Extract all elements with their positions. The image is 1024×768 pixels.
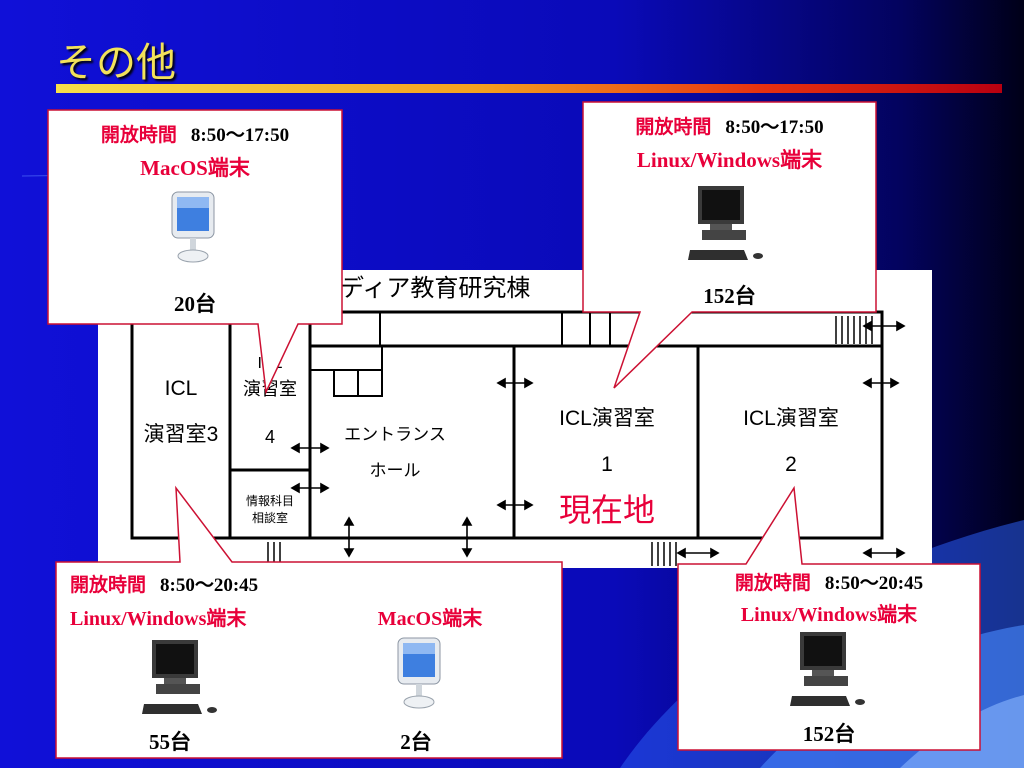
room-icl4-sub: 演習室 xyxy=(243,379,297,399)
building-label: ディア教育研究棟 xyxy=(340,275,531,302)
room-icl2-number: 2 xyxy=(785,453,797,476)
callout-bottom-right-hours-label: 開放時間 xyxy=(734,573,811,594)
callout-bottom-left-terminal-b: MacOS端末 xyxy=(377,608,483,630)
room-icl4-number: 4 xyxy=(264,427,275,447)
callout-bottom-left-hours-label: 開放時間 xyxy=(70,575,147,596)
imac-computer-icon xyxy=(397,637,441,709)
callout-top-right-hours-label: 開放時間 xyxy=(635,117,712,138)
callout-bottom-right-hours-row: 開放時間 8:50～20:45 xyxy=(678,568,980,595)
callout-bottom-left-terminal-a: Linux/Windows端末 xyxy=(70,608,247,630)
desktop-pc-icon xyxy=(688,186,763,260)
callout-top-left-hours-row: 開放時間 8:50～17:50 xyxy=(48,120,342,147)
callout-bottom-right-terminal: Linux/Windows端末 xyxy=(740,604,918,626)
slide-title: その他 xyxy=(56,40,176,85)
callout-bottom-left-hours: 8:50～20:45 xyxy=(160,575,259,596)
callout-top-left-hours-label: 開放時間 xyxy=(100,125,177,146)
callout-top-left-terminal: MacOS端末 xyxy=(140,156,250,180)
title-underline xyxy=(56,84,1002,93)
callout-top-right-hours: 8:50～17:50 xyxy=(725,117,824,138)
callout-bottom-right-count: 152台 xyxy=(802,722,856,746)
callout-bottom-right-hours: 8:50～20:45 xyxy=(824,573,924,594)
callout-bottom-left-hours-row: 開放時間 8:50～20:45 xyxy=(70,570,330,597)
room-icl1-name: ICL演習室 xyxy=(559,407,655,430)
callout-bottom-left-count-b: 2台 xyxy=(400,730,432,754)
callout-bottom-left-count-a: 55台 xyxy=(149,730,191,754)
callout-top-right-count: 152台 xyxy=(703,284,756,308)
current-location-label: 現在地 xyxy=(558,492,655,528)
desktop-pc-icon xyxy=(142,640,217,714)
room-icl3-name: ICL xyxy=(164,377,198,400)
callout-top-right-hours-row: 開放時間 8:50～17:50 xyxy=(583,112,876,139)
callout-top-left-hours: 8:50～17:50 xyxy=(190,125,290,146)
info-room-line2: 相談室 xyxy=(251,511,288,525)
room-icl1-number: 1 xyxy=(601,453,613,476)
room-icl3-sub: 演習室3 xyxy=(143,423,219,446)
info-room-line1: 情報科目 xyxy=(245,494,294,508)
entrance-hall-line2: ホール xyxy=(369,461,421,480)
room-icl2-name: ICL演習室 xyxy=(743,407,839,430)
entrance-hall-line1: エントランス xyxy=(344,425,446,444)
callout-top-left-count: 20台 xyxy=(174,292,216,316)
desktop-pc-icon xyxy=(790,632,865,706)
callout-top-right-terminal: Linux/Windows端末 xyxy=(636,148,823,172)
imac-computer-icon xyxy=(171,191,215,263)
